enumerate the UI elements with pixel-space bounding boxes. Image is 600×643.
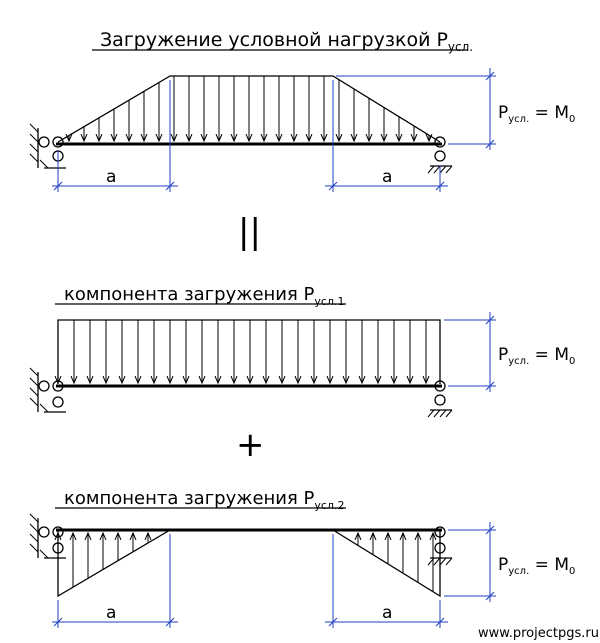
diagram2-load-arrows xyxy=(58,320,426,383)
diagram3-right-support xyxy=(427,526,453,566)
diagram3-left-load-outline xyxy=(57,529,171,598)
diagram-component-2: компонента загружения Pусл.2 xyxy=(29,488,575,628)
diagram-component-1: компонента загружения Pусл.1 xyxy=(29,284,575,418)
diagram-conditional-load: Загружение условной нагрузкой Pусл. xyxy=(29,29,575,192)
equals-operator: || xyxy=(238,212,261,252)
diagram1-load-arrows xyxy=(69,76,429,141)
diagram2-equation: Pусл. = M0 xyxy=(498,345,575,367)
diagram1-dimension-right xyxy=(325,80,448,192)
diagram3-equation: Pусл. = M0 xyxy=(498,555,575,577)
diagram1-equation: Pусл. = M0 xyxy=(498,103,575,125)
diagram1-dimension-left xyxy=(52,80,178,192)
diagram3-dimension-height xyxy=(444,522,496,602)
diagram3-title: компонента загружения Pусл.2 xyxy=(64,488,345,512)
diagram2-title: компонента загружения Pусл.1 xyxy=(64,284,345,308)
diagram1-dim-a-left: a xyxy=(106,167,116,187)
diagram2-left-support xyxy=(29,367,66,413)
diagram3-dimension-left xyxy=(52,534,178,628)
diagram1-dim-a-right: a xyxy=(382,167,392,187)
footer-url: www.projectpgs.ru xyxy=(478,626,599,641)
diagram2-dimension-height xyxy=(444,312,496,392)
diagram3-load-arrows xyxy=(58,533,433,596)
plus-operator: + xyxy=(236,425,265,465)
diagram3-left-support xyxy=(29,513,66,559)
diagram1-right-support xyxy=(427,136,453,174)
diagram2-right-support xyxy=(427,380,453,418)
diagram3-dimension-right xyxy=(325,534,448,628)
diagram3-dim-a-right: a xyxy=(382,603,392,623)
diagram1-left-support xyxy=(29,123,66,169)
diagram1-dimension-height xyxy=(336,68,496,150)
diagram3-dim-a-left: a xyxy=(106,603,116,623)
diagram3-right-load-outline xyxy=(332,529,441,598)
diagram2-load-outline xyxy=(57,319,441,384)
